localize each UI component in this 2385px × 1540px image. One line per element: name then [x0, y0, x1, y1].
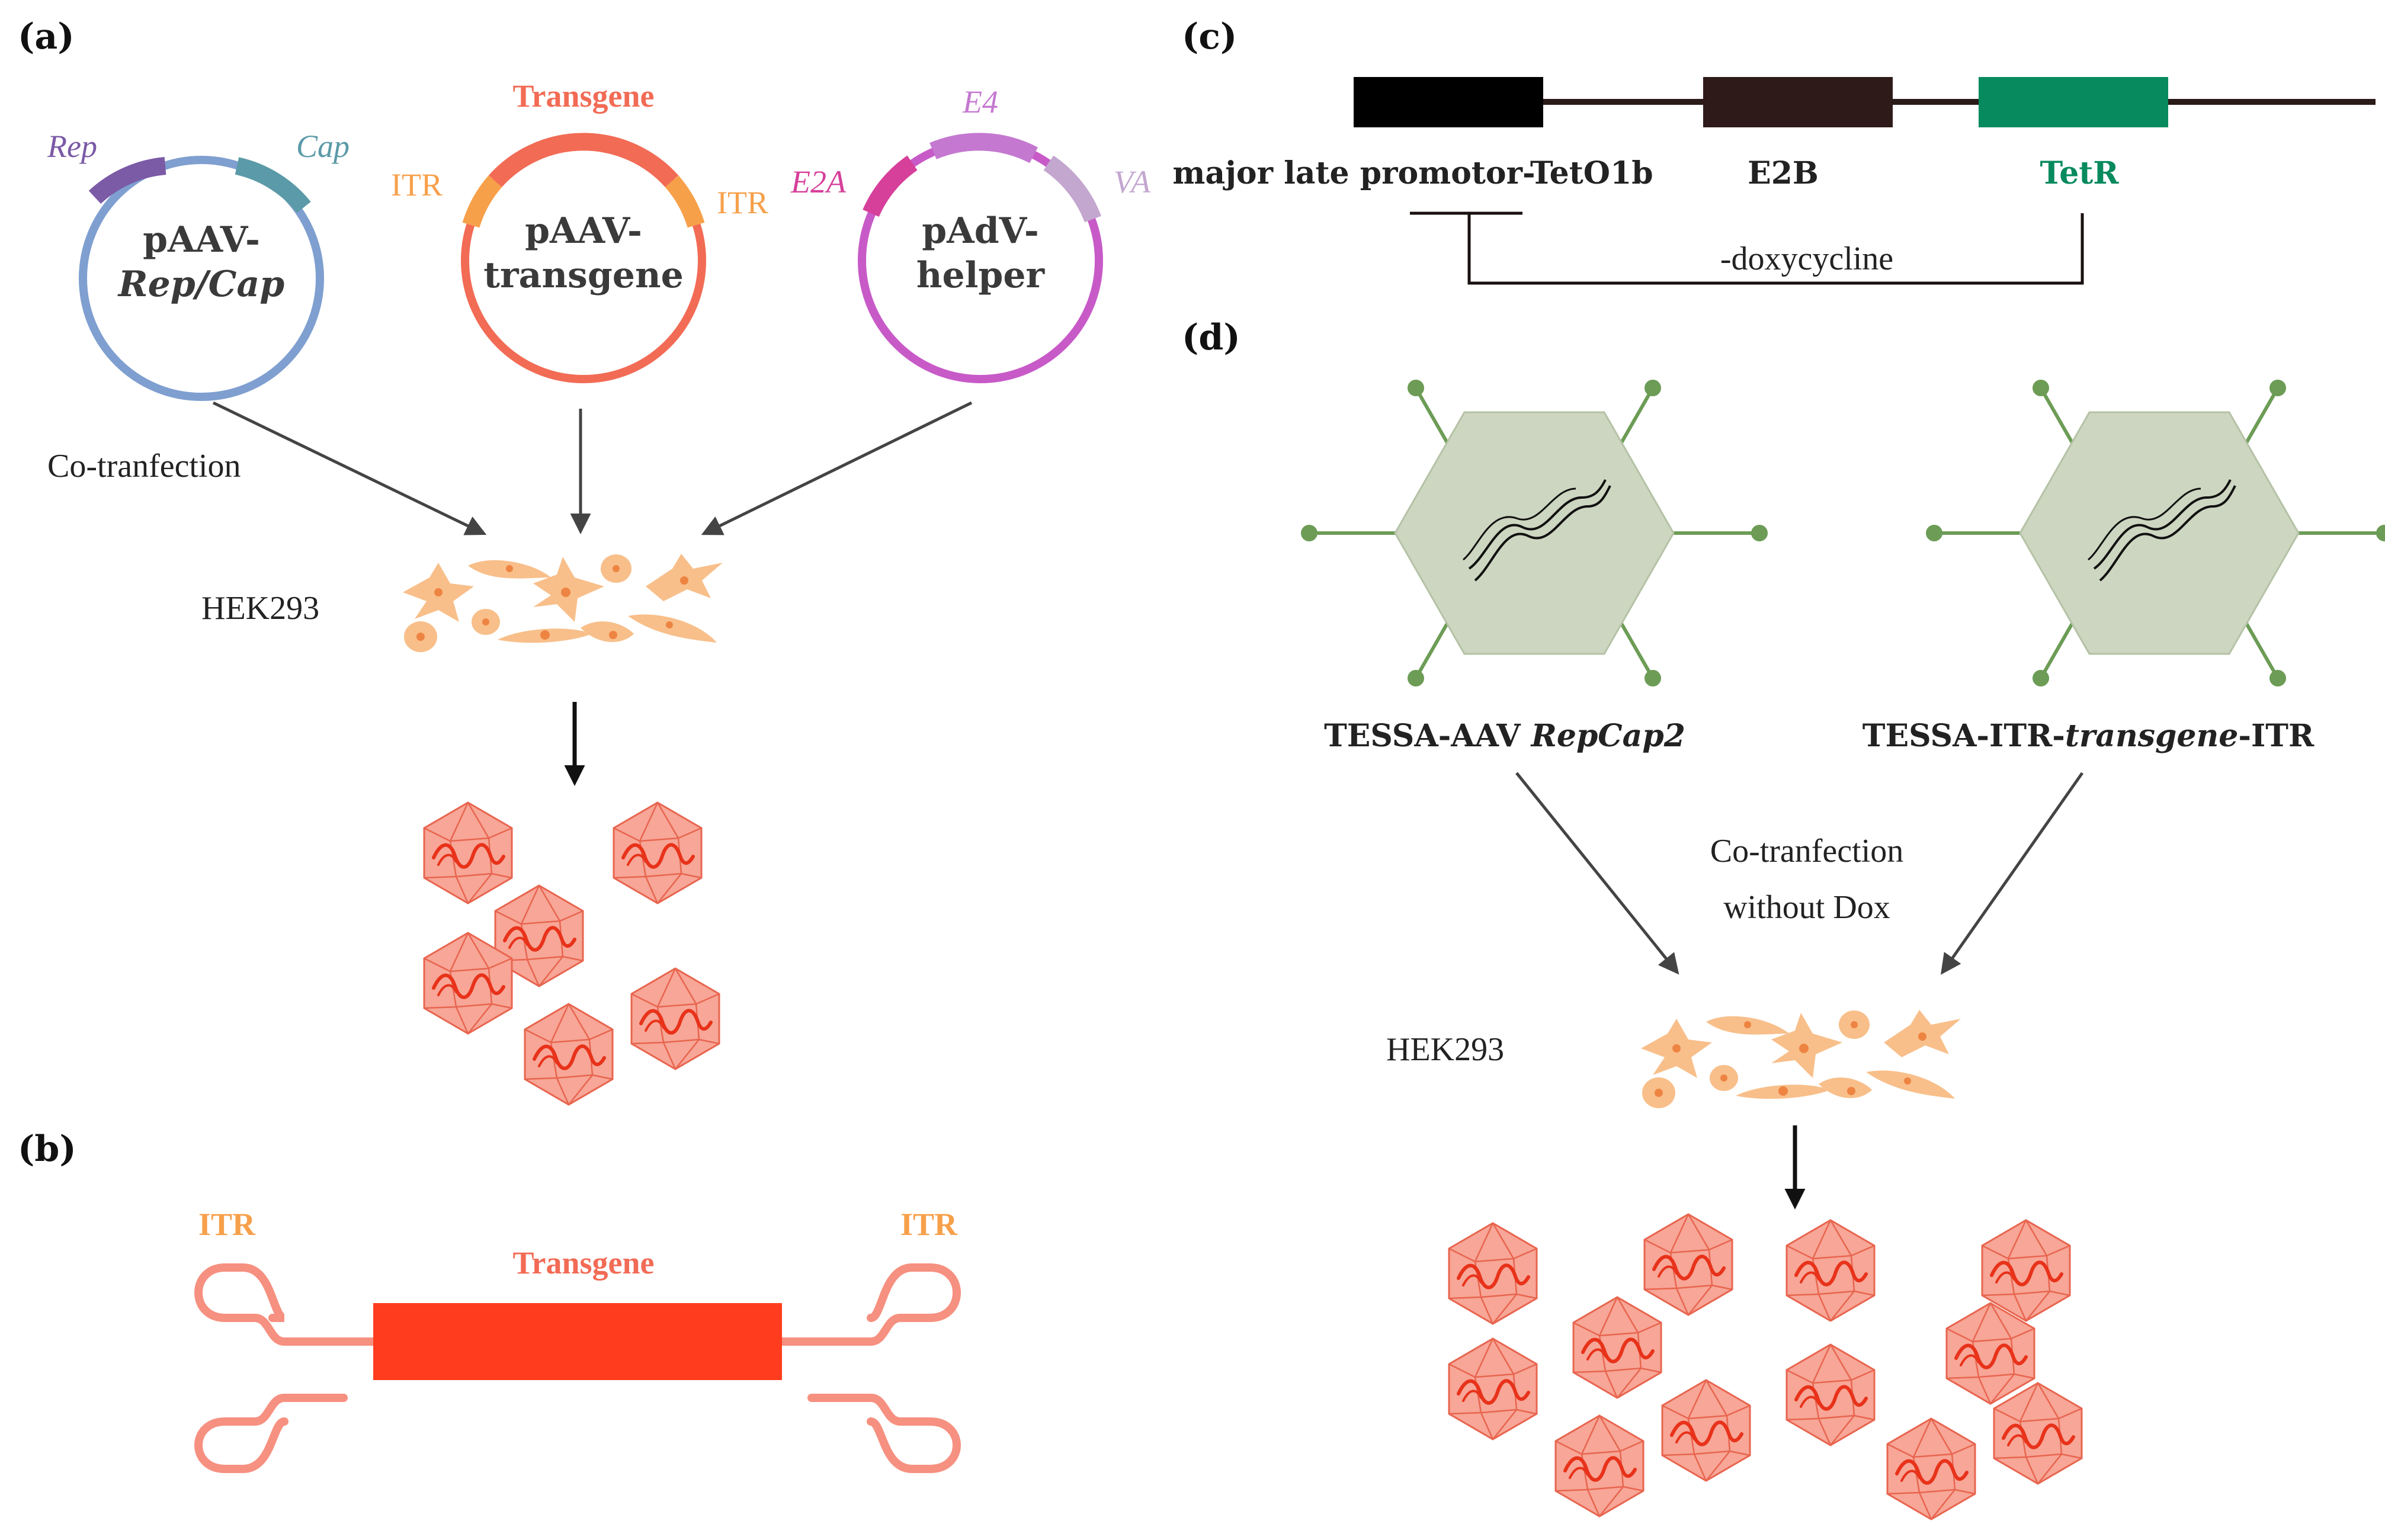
e2b-label: E2B [1748, 155, 1819, 191]
hek293-label-a: HEK293 [201, 590, 319, 627]
repression-bracket [1410, 211, 2084, 285]
plasmid2-itr-right-label: ITR [717, 185, 768, 220]
plasmid-rep-cap: pAAV- Rep/Cap Rep Cap [47, 129, 350, 401]
panel-label-c: (c) [1182, 16, 1237, 57]
plasmid2-transgene-label: Transgene [513, 78, 655, 114]
transgene-box [373, 1303, 782, 1380]
rep-label: Rep [47, 129, 97, 164]
doxycycline-label: -doxycycline [1720, 240, 1893, 277]
itr-transgene-cassette [194, 1263, 961, 1473]
e2b-box [1703, 77, 1893, 127]
cap-label: Cap [296, 129, 350, 164]
plasmid-transgene: pAAV- transgene Transgene ITR ITR [391, 78, 768, 383]
tetr-label: TetR [2040, 155, 2119, 191]
plasmid1-name-line1: pAAV- [143, 219, 260, 261]
panel-label-a: (a) [18, 16, 75, 57]
plasmid3-name-line2: helper [916, 255, 1046, 296]
aav-capsids-a [424, 803, 719, 1105]
plasmid1-name-line2: Rep/Cap [117, 264, 285, 305]
virus2-label-c: -ITR [2238, 718, 2315, 754]
virus2-label-b: transgene [2065, 718, 2239, 754]
virus1-label: TESSA-AAV RepCap2 [1324, 718, 1685, 754]
promoter-label: major late promotor-TetO1b [1172, 155, 1653, 191]
plasmid3-name-line1: pAdV- [922, 210, 1039, 252]
plasmid2-name-line2: transgene [483, 255, 684, 296]
panel-label-b: (b) [18, 1128, 76, 1170]
itr-right-label-b: ITR [900, 1207, 958, 1242]
virus2-label-a: TESSA-ITR- [1863, 718, 2065, 754]
va-label: VA [1114, 164, 1151, 200]
hek293-cells-d [1641, 1010, 1961, 1108]
hek293-cells-a [403, 554, 723, 652]
tessa-virus-transgene [1928, 381, 2385, 685]
panel-a-arrows [212, 401, 973, 535]
cotransfection-label-d-line2: without Dox [1723, 889, 1890, 926]
cotransfection-label-a: Co-tranfection [47, 448, 241, 485]
e2a-label: E2A [790, 164, 847, 200]
aav-capsids-d [1449, 1214, 2082, 1519]
virus1-label-a: TESSA-AAV [1324, 718, 1531, 754]
panel-label-d: (d) [1182, 317, 1240, 358]
plasmid2-itr-left-label: ITR [391, 167, 443, 203]
transgene-label-b: Transgene [513, 1245, 655, 1281]
tetr-box [1979, 77, 2168, 127]
virus2-label: TESSA-ITR-transgene-ITR [1863, 718, 2315, 754]
itr-left-label-b: ITR [198, 1207, 256, 1242]
e4-label: E4 [962, 84, 998, 120]
promoter-box [1354, 77, 1543, 127]
plasmid2-name-line1: pAAV- [525, 210, 642, 252]
plasmid-helper: pAdV- helper E4 E2A VA [790, 84, 1151, 383]
virus1-label-b: RepCap2 [1530, 718, 1685, 754]
tessa-virus-repcap [1303, 381, 1766, 685]
hek293-label-d: HEK293 [1386, 1031, 1504, 1068]
cotransfection-label-d-line1: Co-tranfection [1710, 833, 1904, 870]
panel-d-arrows [1515, 772, 2084, 975]
